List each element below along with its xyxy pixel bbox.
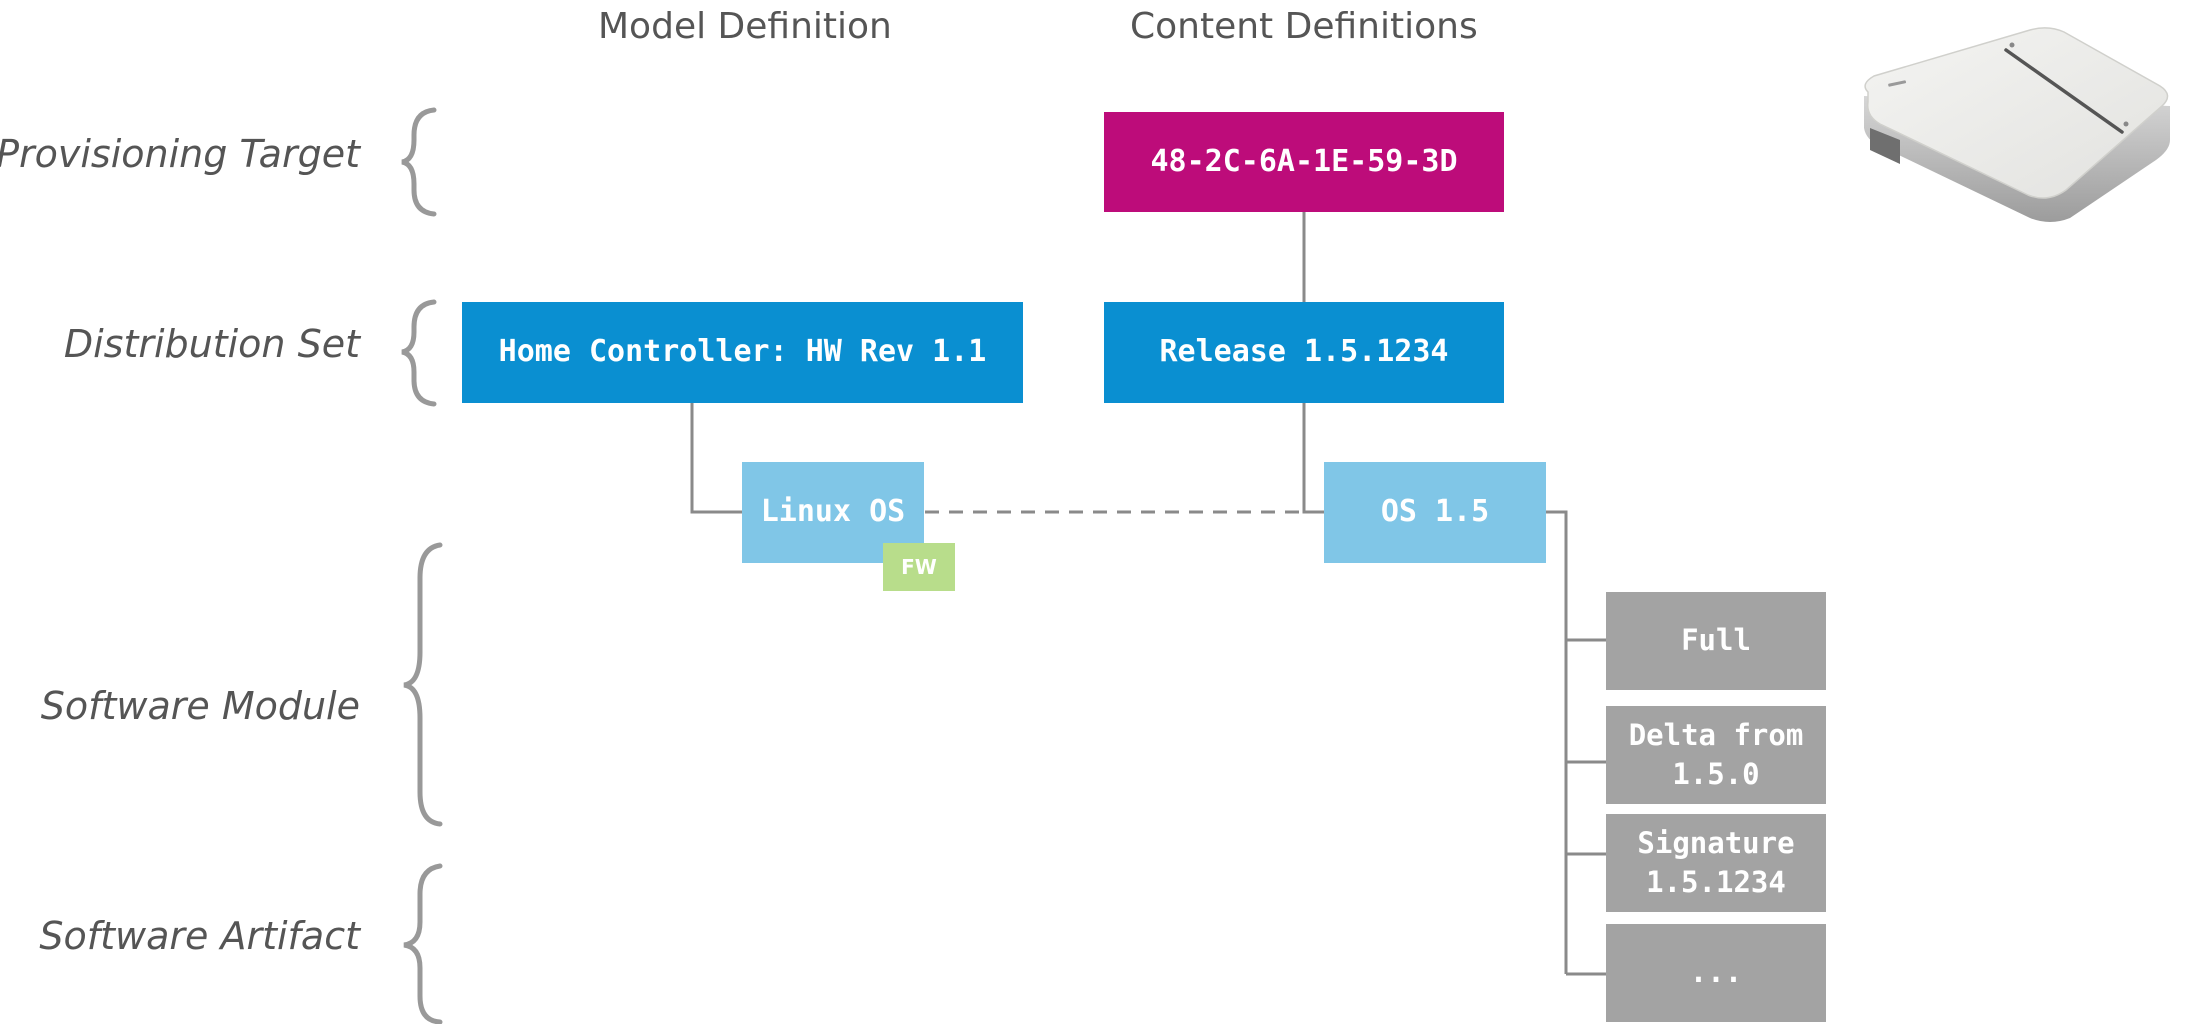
column-heading-content-definitions: Content Definitions xyxy=(1130,6,1478,47)
column-heading-model-definition: Model Definition xyxy=(598,6,892,47)
level-label-provisioning-target: Provisioning Target xyxy=(0,132,360,176)
model-distribution-set-node: Home Controller: HW Rev 1.1 xyxy=(462,302,1023,403)
artifact-delta-node: Delta from 1.5.0 xyxy=(1606,706,1826,804)
level-label-software-module: Software Module xyxy=(40,684,360,728)
level-label-software-artifact: Software Artifact xyxy=(39,914,360,958)
brace-provisioning-target xyxy=(401,107,437,217)
brace-software-module xyxy=(403,542,443,827)
artifact-trunk xyxy=(1546,510,1568,974)
brace-software-artifact xyxy=(403,863,443,1024)
os-software-module-node: OS 1.5 xyxy=(1324,462,1546,563)
level-label-distribution-set: Distribution Set xyxy=(63,322,360,366)
provisioning-target-node: 48-2C-6A-1E-59-3D xyxy=(1104,112,1504,212)
home-controller-device-icon xyxy=(1864,27,2170,222)
brace-distribution-set xyxy=(401,299,437,407)
release-os-connector xyxy=(1302,403,1324,514)
artifact-full-node: Full xyxy=(1606,592,1826,690)
linux-os-module-type-node: Linux OS xyxy=(742,462,924,563)
artifact-signature-node: Signature 1.5.1234 xyxy=(1606,814,1826,912)
release-distribution-set-node: Release 1.5.1234 xyxy=(1104,302,1504,403)
fw-type-tag: FW xyxy=(883,543,955,591)
model-linuxos-connector xyxy=(690,403,742,514)
artifact-more-node: ... xyxy=(1606,924,1826,1022)
